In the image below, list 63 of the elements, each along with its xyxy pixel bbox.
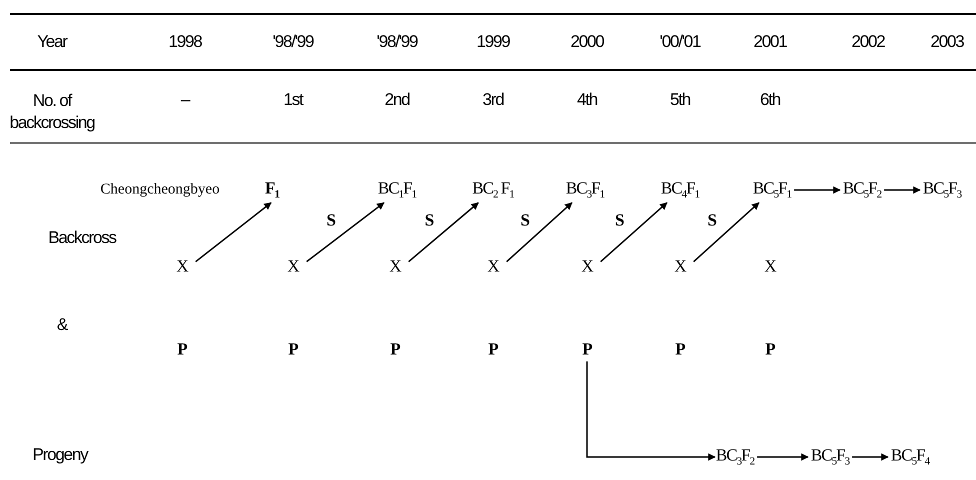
cross-symbol: X: [287, 258, 299, 276]
arrow: [600, 202, 668, 262]
edge-label: S: [614, 212, 626, 229]
row-label: Backcross: [48, 228, 116, 248]
parent-name: Cheongcheongbyeo: [100, 182, 220, 198]
count-cell: –: [180, 90, 190, 110]
edge-label: S: [424, 212, 436, 229]
arrow: [852, 453, 889, 461]
cross-symbol: X: [487, 258, 499, 276]
generation-label: BC$_{5}$F$_{2}$: [842, 179, 882, 201]
cross-symbol: X: [389, 258, 401, 276]
year-cell: '00/'01: [660, 32, 700, 52]
cross-symbol: X: [674, 258, 686, 276]
count-cell: 4th: [576, 90, 598, 110]
generation-label: BC$_{3}$F$_{1}$: [566, 179, 604, 201]
row-label: Progeny: [32, 445, 88, 465]
year-cell: '98/'99: [376, 32, 418, 52]
cross-symbol: X: [176, 258, 188, 276]
row-label: &: [56, 315, 68, 335]
arrow: [195, 202, 272, 262]
parent-symbol: P: [488, 340, 498, 360]
year-cell: 2001: [753, 32, 787, 52]
edge-label: S: [520, 212, 532, 229]
generation-label: BC$_{2}$ F$_{1}$: [472, 179, 514, 201]
year-cell: 1998: [168, 32, 202, 52]
parent-symbol: P: [177, 340, 187, 360]
count-cell: 2nd: [384, 90, 410, 110]
generation-label: BC$_{3}$F$_{2}$: [716, 446, 754, 468]
cross-symbol: X: [581, 258, 593, 276]
row-header: No. of backcrossing: [8, 90, 96, 134]
parent-symbol: P: [765, 340, 775, 360]
year-cell: 1999: [476, 32, 510, 52]
generation-label: BC$_{1}$F$_{1}$: [378, 179, 416, 201]
arrow: [306, 202, 385, 262]
arrow: [693, 202, 760, 262]
parent-symbol: P: [288, 340, 298, 360]
generation-label: BC$_{4}$F$_{1}$: [660, 179, 700, 201]
cross-symbol: X: [764, 258, 776, 276]
parent-symbol: P: [675, 340, 685, 360]
year-cell: '98/'99: [272, 32, 314, 52]
arrow: [408, 202, 479, 262]
year-cell: 2000: [570, 32, 604, 52]
year-cell: 2002: [851, 32, 885, 52]
arrow: [757, 453, 809, 461]
generation-label: BC$_{5}$F$_{4}$: [890, 446, 930, 468]
arrow: [794, 186, 841, 194]
edge-label: S: [706, 212, 718, 229]
year-cell: 2003: [930, 32, 964, 52]
column-header: Year: [37, 32, 67, 52]
edge-label: S: [326, 212, 338, 229]
parent-symbol: P: [390, 340, 400, 360]
generation-label: F$_{1}$: [265, 179, 279, 201]
count-cell: 1st: [283, 90, 303, 110]
parent-symbol: P: [582, 340, 592, 360]
count-cell: 5th: [670, 90, 690, 110]
count-cell: 6th: [760, 90, 780, 110]
arrow: [884, 186, 921, 194]
arrow: [586, 361, 716, 461]
generation-label: BC$_{5}$F$_{1}$: [752, 179, 792, 201]
generation-label: BC$_{5}$F$_{3}$: [810, 446, 850, 468]
arrow: [506, 202, 572, 262]
generation-label: BC$_{5}$F$_{3}$: [922, 179, 962, 201]
count-cell: 3rd: [482, 90, 504, 110]
